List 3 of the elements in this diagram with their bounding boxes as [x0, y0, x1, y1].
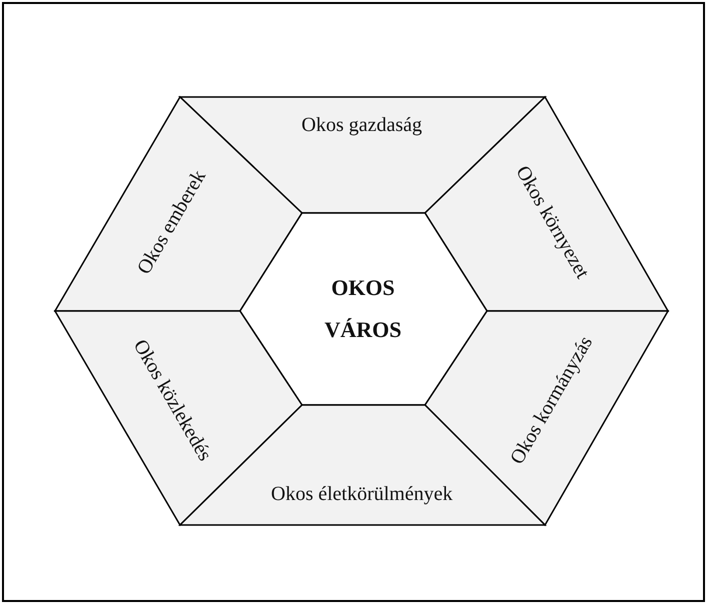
- segment-label: Okos életkörülmények: [271, 482, 453, 506]
- segment-label: Okos gazdaság: [302, 114, 422, 136]
- center-title: OKOS VÁROS: [323, 274, 402, 344]
